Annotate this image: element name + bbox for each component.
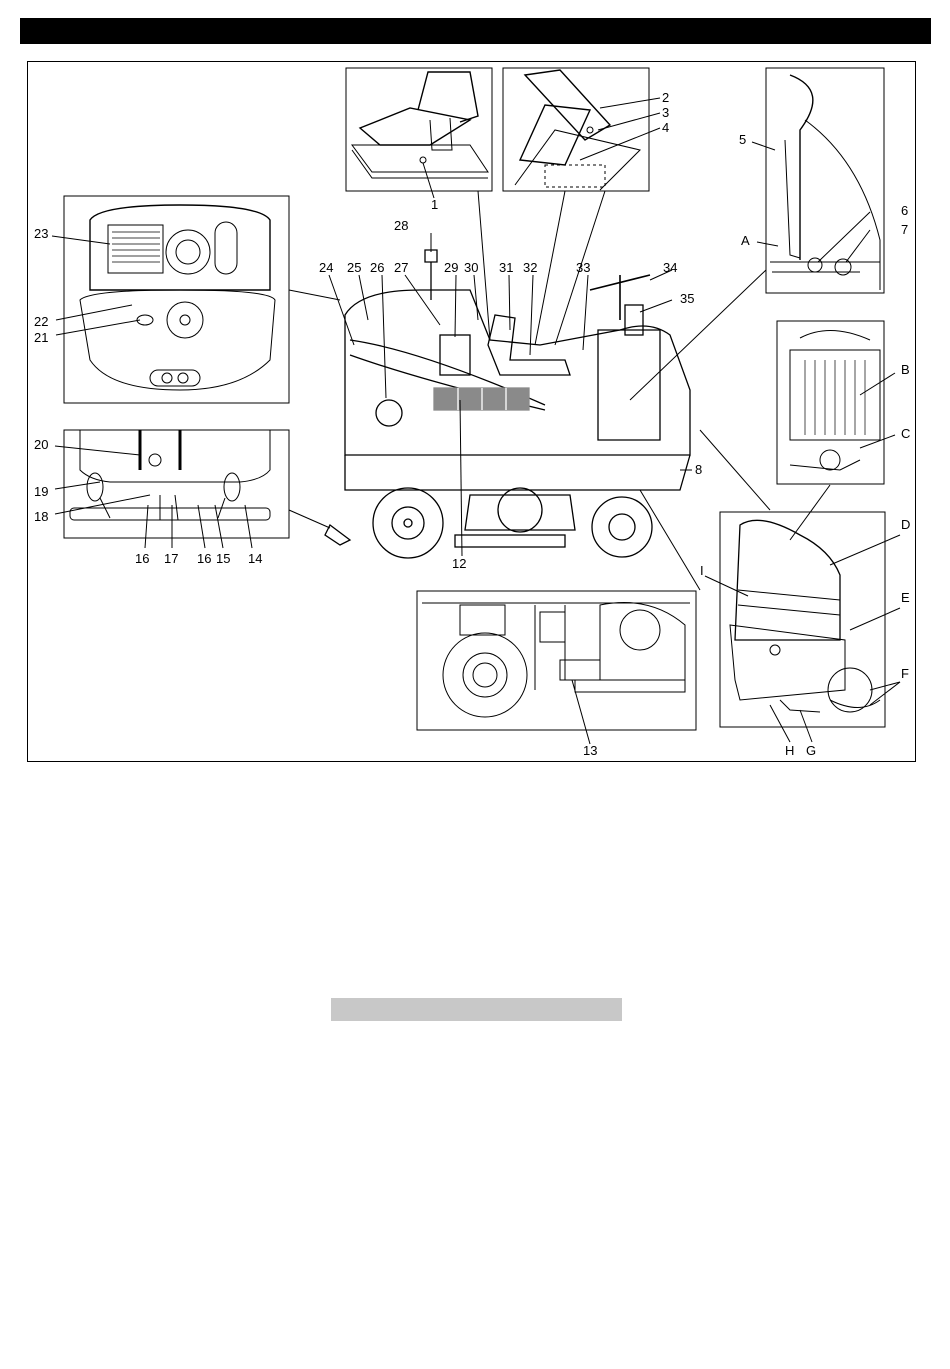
callout-28: 28 — [394, 219, 408, 233]
callout-H: H — [785, 744, 794, 758]
callout-20: 20 — [34, 438, 48, 452]
callout-C: C — [901, 427, 910, 441]
callout-12: 12 — [452, 557, 466, 571]
callout-2: 2 — [662, 91, 669, 105]
callout-13: 13 — [583, 744, 597, 758]
callout-25: 25 — [347, 261, 361, 275]
callout-33: 33 — [576, 261, 590, 275]
main-machine — [325, 250, 690, 558]
callout-D: D — [901, 518, 910, 532]
callout-1: 1 — [431, 198, 438, 212]
callout-14: 14 — [248, 552, 262, 566]
callout-35: 35 — [680, 292, 694, 306]
callout-I: I — [700, 564, 704, 578]
callout-19: 19 — [34, 485, 48, 499]
front-detail-panel — [705, 512, 900, 742]
callout-21: 21 — [34, 331, 48, 345]
callout-16-left: 16 — [135, 552, 149, 566]
squeegee-detail-panel — [55, 430, 289, 548]
callout-15: 15 — [216, 552, 230, 566]
callout-6: 6 — [901, 204, 908, 218]
caption-bar — [331, 998, 622, 1021]
callout-24: 24 — [319, 261, 333, 275]
callout-17: 17 — [164, 552, 178, 566]
callout-26: 26 — [370, 261, 384, 275]
callout-G: G — [806, 744, 816, 758]
callout-4: 4 — [662, 121, 669, 135]
callout-E: E — [901, 591, 910, 605]
side-detail-panel — [752, 68, 884, 293]
callout-7: 7 — [901, 223, 908, 237]
filter-detail-panel — [777, 321, 895, 484]
callout-B: B — [901, 363, 910, 377]
callout-3: 3 — [662, 106, 669, 120]
callout-27: 27 — [394, 261, 408, 275]
callout-5: 5 — [739, 133, 746, 147]
callout-F: F — [901, 667, 909, 681]
callout-18: 18 — [34, 510, 48, 524]
callout-16-right: 16 — [197, 552, 211, 566]
seat-detail-panel-left — [346, 68, 492, 198]
callout-A: A — [741, 234, 750, 248]
callout-29: 29 — [444, 261, 458, 275]
seat-detail-panel-right — [503, 68, 660, 191]
callout-31: 31 — [499, 261, 513, 275]
wheel-detail-panel — [417, 591, 696, 744]
callout-30: 30 — [464, 261, 478, 275]
callout-32: 32 — [523, 261, 537, 275]
hopper-top-view-panel — [52, 196, 289, 403]
callout-22: 22 — [34, 315, 48, 329]
callout-34: 34 — [663, 261, 677, 275]
callout-23: 23 — [34, 227, 48, 241]
callout-8: 8 — [695, 463, 702, 477]
